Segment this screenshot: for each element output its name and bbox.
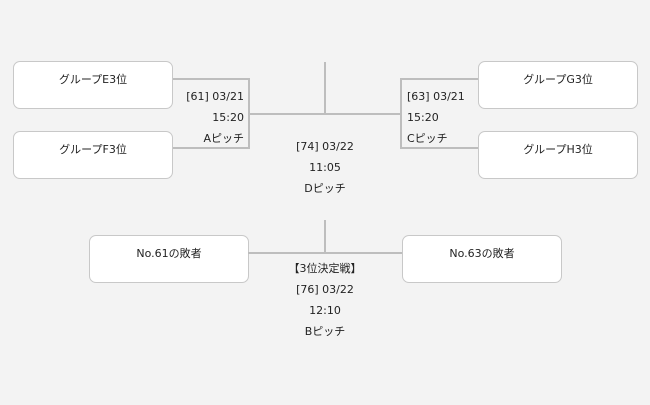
bracket-line xyxy=(324,62,326,114)
match-74-info: [74] 03/22 11:05 Dピッチ xyxy=(265,136,385,199)
match-pitch: Aピッチ xyxy=(203,132,244,145)
match-title: 【3位決定戦】 xyxy=(288,262,362,275)
team-box-f3: グループF3位 xyxy=(13,131,173,179)
team-box-loser61: No.61の敗者 xyxy=(89,235,249,283)
team-label: グループG3位 xyxy=(523,73,593,86)
match-pitch: Dピッチ xyxy=(304,182,346,195)
match-pitch: Bピッチ xyxy=(304,325,346,338)
match-label: [63] 03/21 xyxy=(407,90,465,103)
bracket-line xyxy=(173,147,250,149)
team-label: No.61の敗者 xyxy=(136,247,202,260)
team-box-h3: グループH3位 xyxy=(478,131,638,179)
bracket-line xyxy=(173,78,250,80)
team-label: No.63の敗者 xyxy=(449,247,515,260)
match-76-info: 【3位決定戦】 [76] 03/22 12:10 Bピッチ xyxy=(265,258,385,342)
match-pitch: Cピッチ xyxy=(407,132,448,145)
bracket-line xyxy=(324,220,326,254)
bracket-line xyxy=(400,78,478,80)
match-label: [76] 03/22 xyxy=(296,283,354,296)
match-label: [74] 03/22 xyxy=(296,140,354,153)
bracket-line xyxy=(400,147,478,149)
match-61-info: [61] 03/21 15:20 Aピッチ xyxy=(150,86,244,149)
match-63-info: [63] 03/21 15:20 Cピッチ xyxy=(407,86,501,149)
bracket-line xyxy=(248,113,402,115)
team-label: グループH3位 xyxy=(523,143,593,156)
team-label: グループE3位 xyxy=(58,73,128,86)
match-time: 12:10 xyxy=(309,304,341,317)
team-box-g3: グループG3位 xyxy=(478,61,638,109)
match-label: [61] 03/21 xyxy=(186,90,244,103)
match-time: 11:05 xyxy=(309,161,341,174)
team-label: グループF3位 xyxy=(59,143,127,156)
match-time: 15:20 xyxy=(407,111,439,124)
match-time: 15:20 xyxy=(212,111,244,124)
bracket-line xyxy=(248,252,402,254)
team-box-e3: グループE3位 xyxy=(13,61,173,109)
team-box-loser63: No.63の敗者 xyxy=(402,235,562,283)
